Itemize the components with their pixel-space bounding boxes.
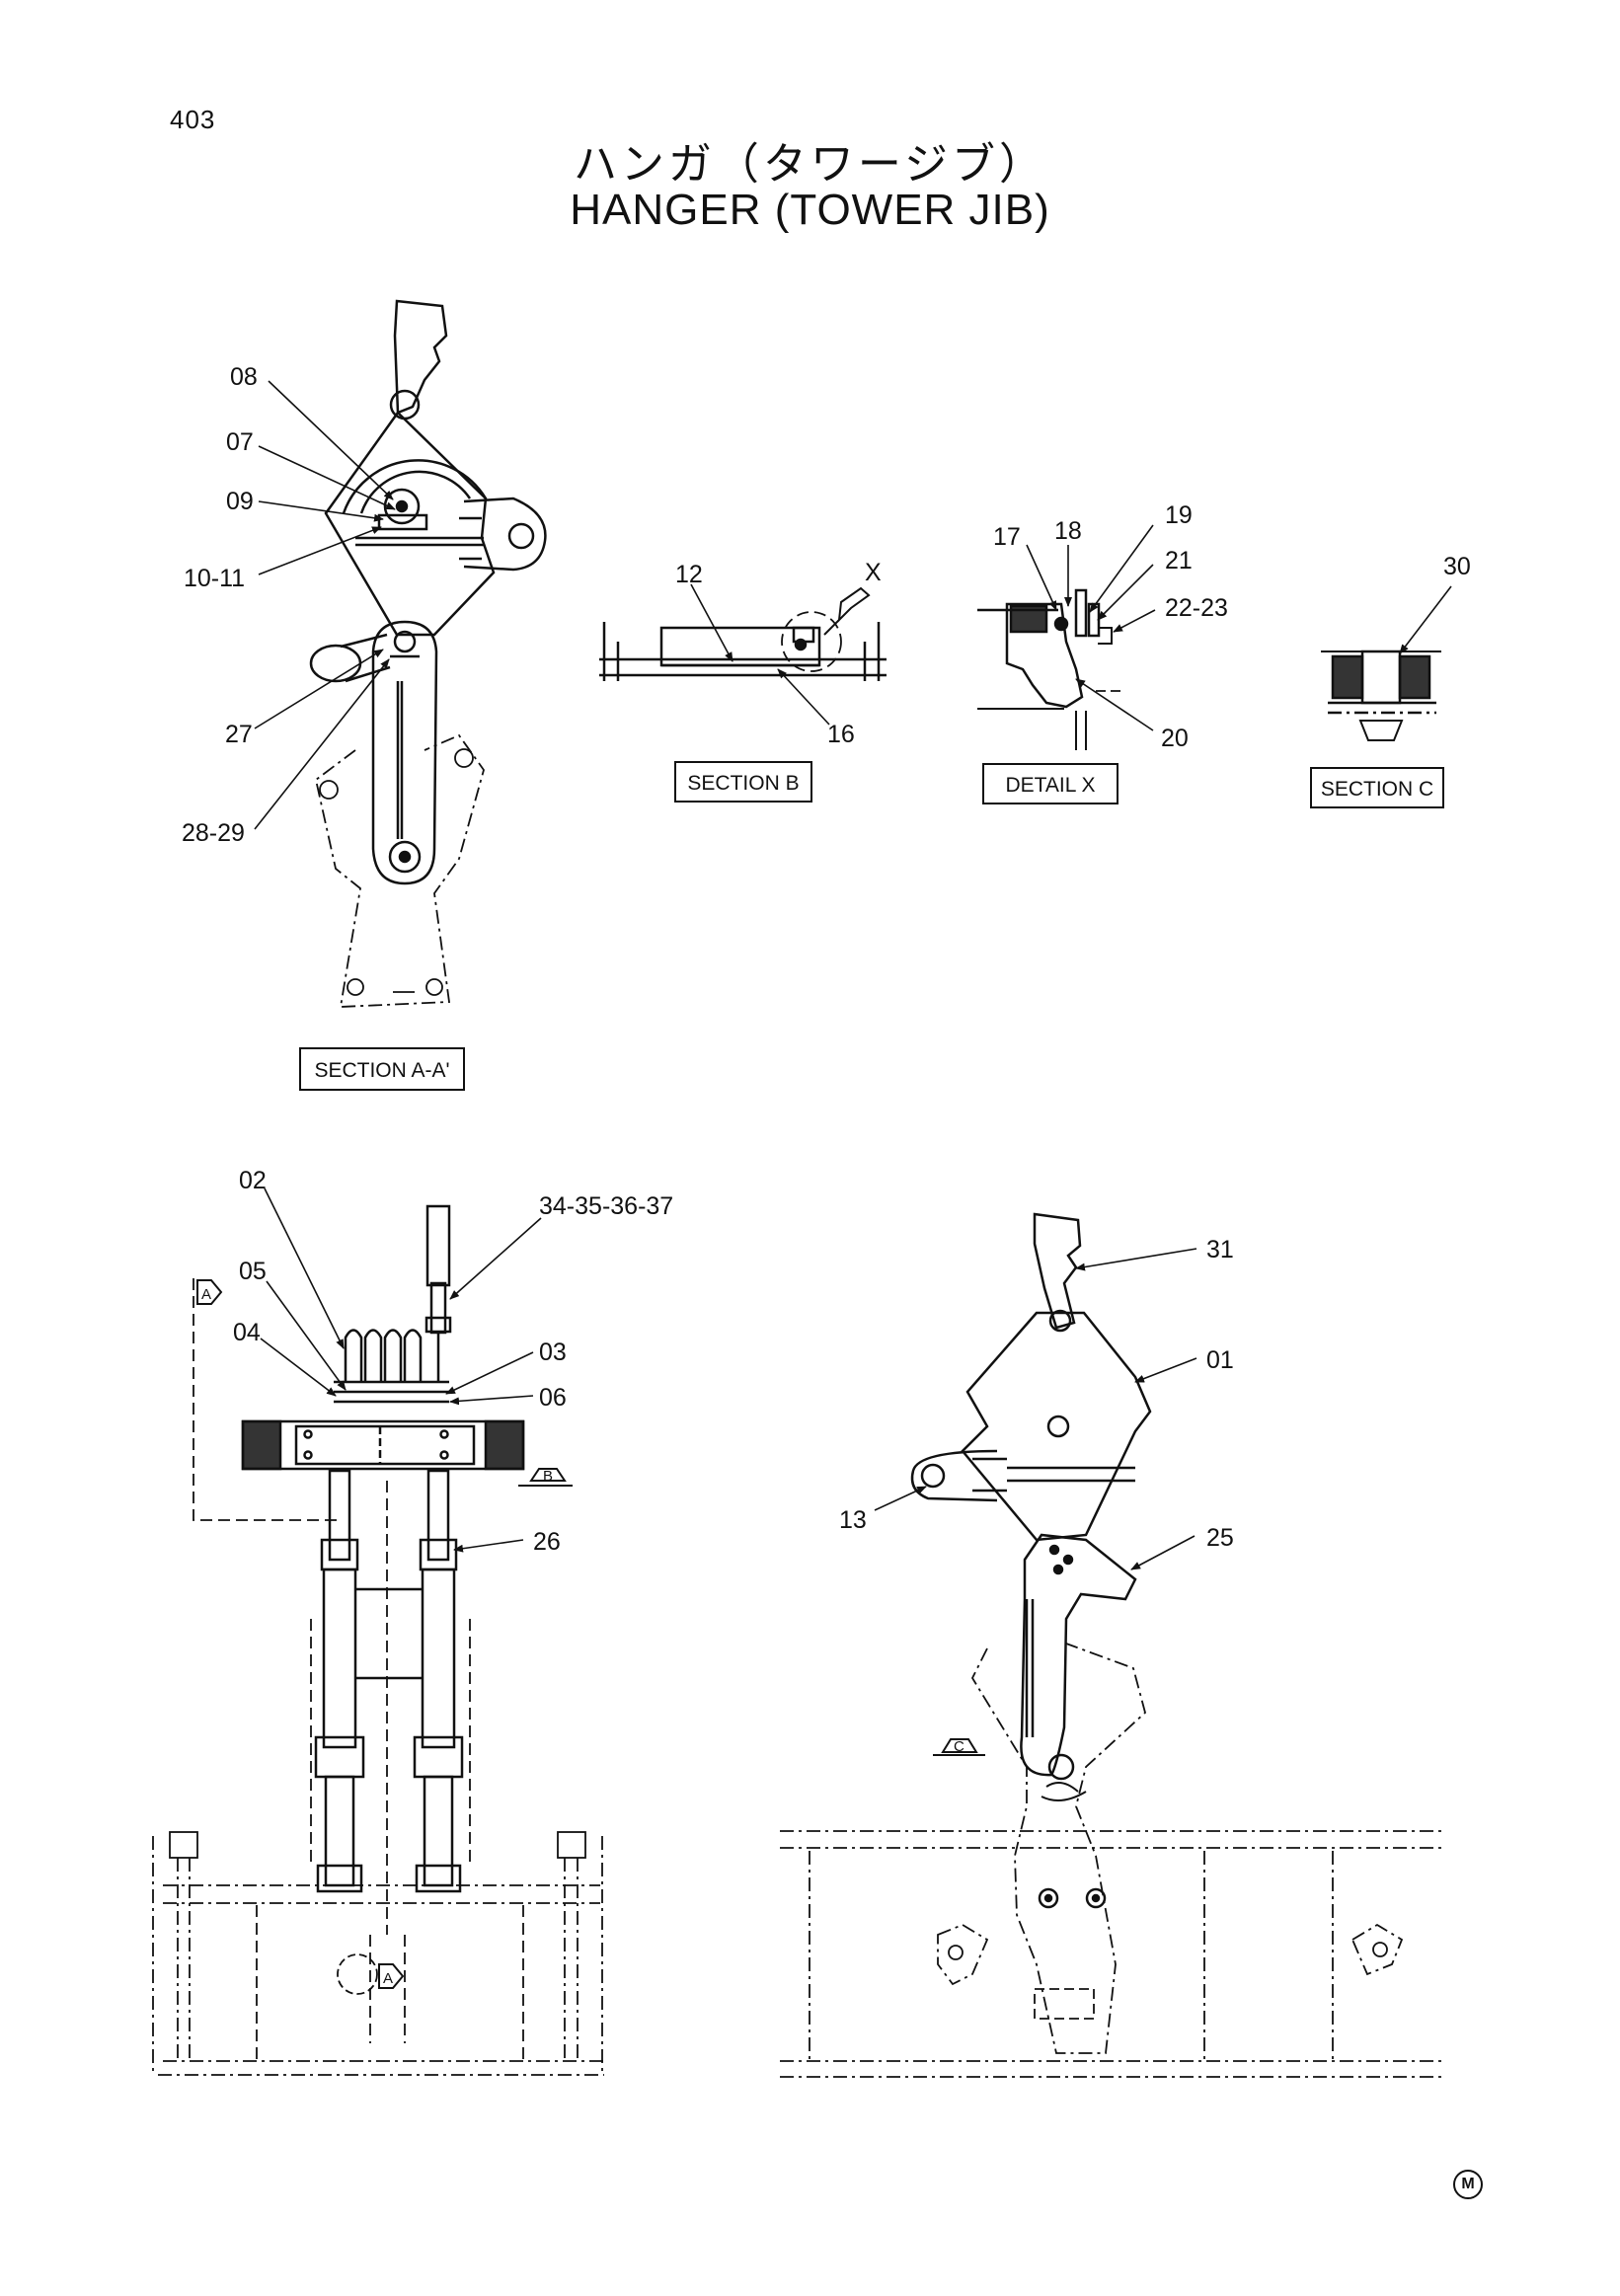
section-aa-label-text: SECTION A-A'	[314, 1059, 449, 1082]
callout-09: 09	[226, 488, 254, 515]
front-view	[152, 1204, 604, 2076]
callout-18: 18	[1054, 517, 1082, 545]
callout-03: 03	[539, 1339, 567, 1366]
callout-12: 12	[675, 561, 703, 588]
leader-lines	[254, 380, 1452, 1570]
view-marker-c: C	[933, 1738, 985, 1756]
view-labels: SECTION A-A' SECTION B DETAIL X SECTION …	[299, 761, 1444, 1091]
view-marker-c-text: C	[954, 1738, 964, 1755]
callout-13: 13	[839, 1506, 867, 1534]
callout-27: 27	[225, 721, 253, 748]
section-c-view	[1321, 650, 1441, 741]
title-japanese: ハンガ（タワージブ）	[573, 139, 1047, 190]
detail-x-view	[977, 588, 1125, 750]
callout-21: 21	[1165, 547, 1193, 574]
callout-16: 16	[827, 721, 855, 748]
callout-28-29: 28-29	[182, 819, 245, 847]
callout-19: 19	[1165, 501, 1193, 529]
callout-07: 07	[226, 428, 254, 456]
corner-mark-circle: M	[1453, 2170, 1483, 2199]
callout-34-35-36-37: 34-35-36-37	[539, 1192, 673, 1220]
callout-31: 31	[1206, 1236, 1234, 1263]
section-b-label: SECTION B	[674, 761, 812, 803]
detail-x-label: DETAIL X	[982, 763, 1119, 804]
callout-05: 05	[239, 1258, 267, 1285]
side-view	[780, 1212, 1441, 2078]
callout-04: 04	[233, 1319, 261, 1346]
view-marker-a-top-text: A	[201, 1286, 211, 1303]
callout-25: 25	[1206, 1524, 1234, 1552]
view-markers: A B A C	[196, 1279, 985, 1989]
section-b-label-text: SECTION B	[687, 772, 799, 795]
callout-01: 01	[1206, 1346, 1234, 1374]
callout-22-23: 22-23	[1165, 594, 1228, 622]
callout-20: 20	[1161, 725, 1189, 752]
view-marker-b-text: B	[543, 1468, 553, 1485]
section-aa-label: SECTION A-A'	[299, 1047, 465, 1091]
callout-26: 26	[533, 1528, 561, 1556]
section-b-view	[599, 586, 887, 681]
callout-02: 02	[239, 1167, 267, 1194]
callout-30: 30	[1443, 553, 1471, 580]
callout-17: 17	[993, 523, 1021, 551]
view-marker-a-bottom-text: A	[383, 1970, 393, 1987]
callout-08: 08	[230, 363, 258, 391]
view-marker-b: B	[518, 1468, 573, 1487]
section-c-label-text: SECTION C	[1321, 778, 1433, 801]
view-marker-a-bottom: A	[378, 1963, 405, 1989]
part-callouts: 08 07 09 10-11 27 28-29 12 16 X 17 18 19…	[182, 363, 1471, 1570]
section-c-label: SECTION C	[1310, 767, 1444, 808]
title-english: HANGER (TOWER JIB)	[570, 186, 1050, 234]
view-marker-a-top: A	[196, 1279, 223, 1305]
detail-x-marker: X	[865, 559, 882, 586]
callout-06: 06	[539, 1384, 567, 1412]
section-aa-view	[309, 299, 547, 1008]
callout-10-11: 10-11	[184, 565, 245, 592]
page-number: 403	[170, 105, 216, 134]
detail-x-label-text: DETAIL X	[1005, 774, 1095, 797]
